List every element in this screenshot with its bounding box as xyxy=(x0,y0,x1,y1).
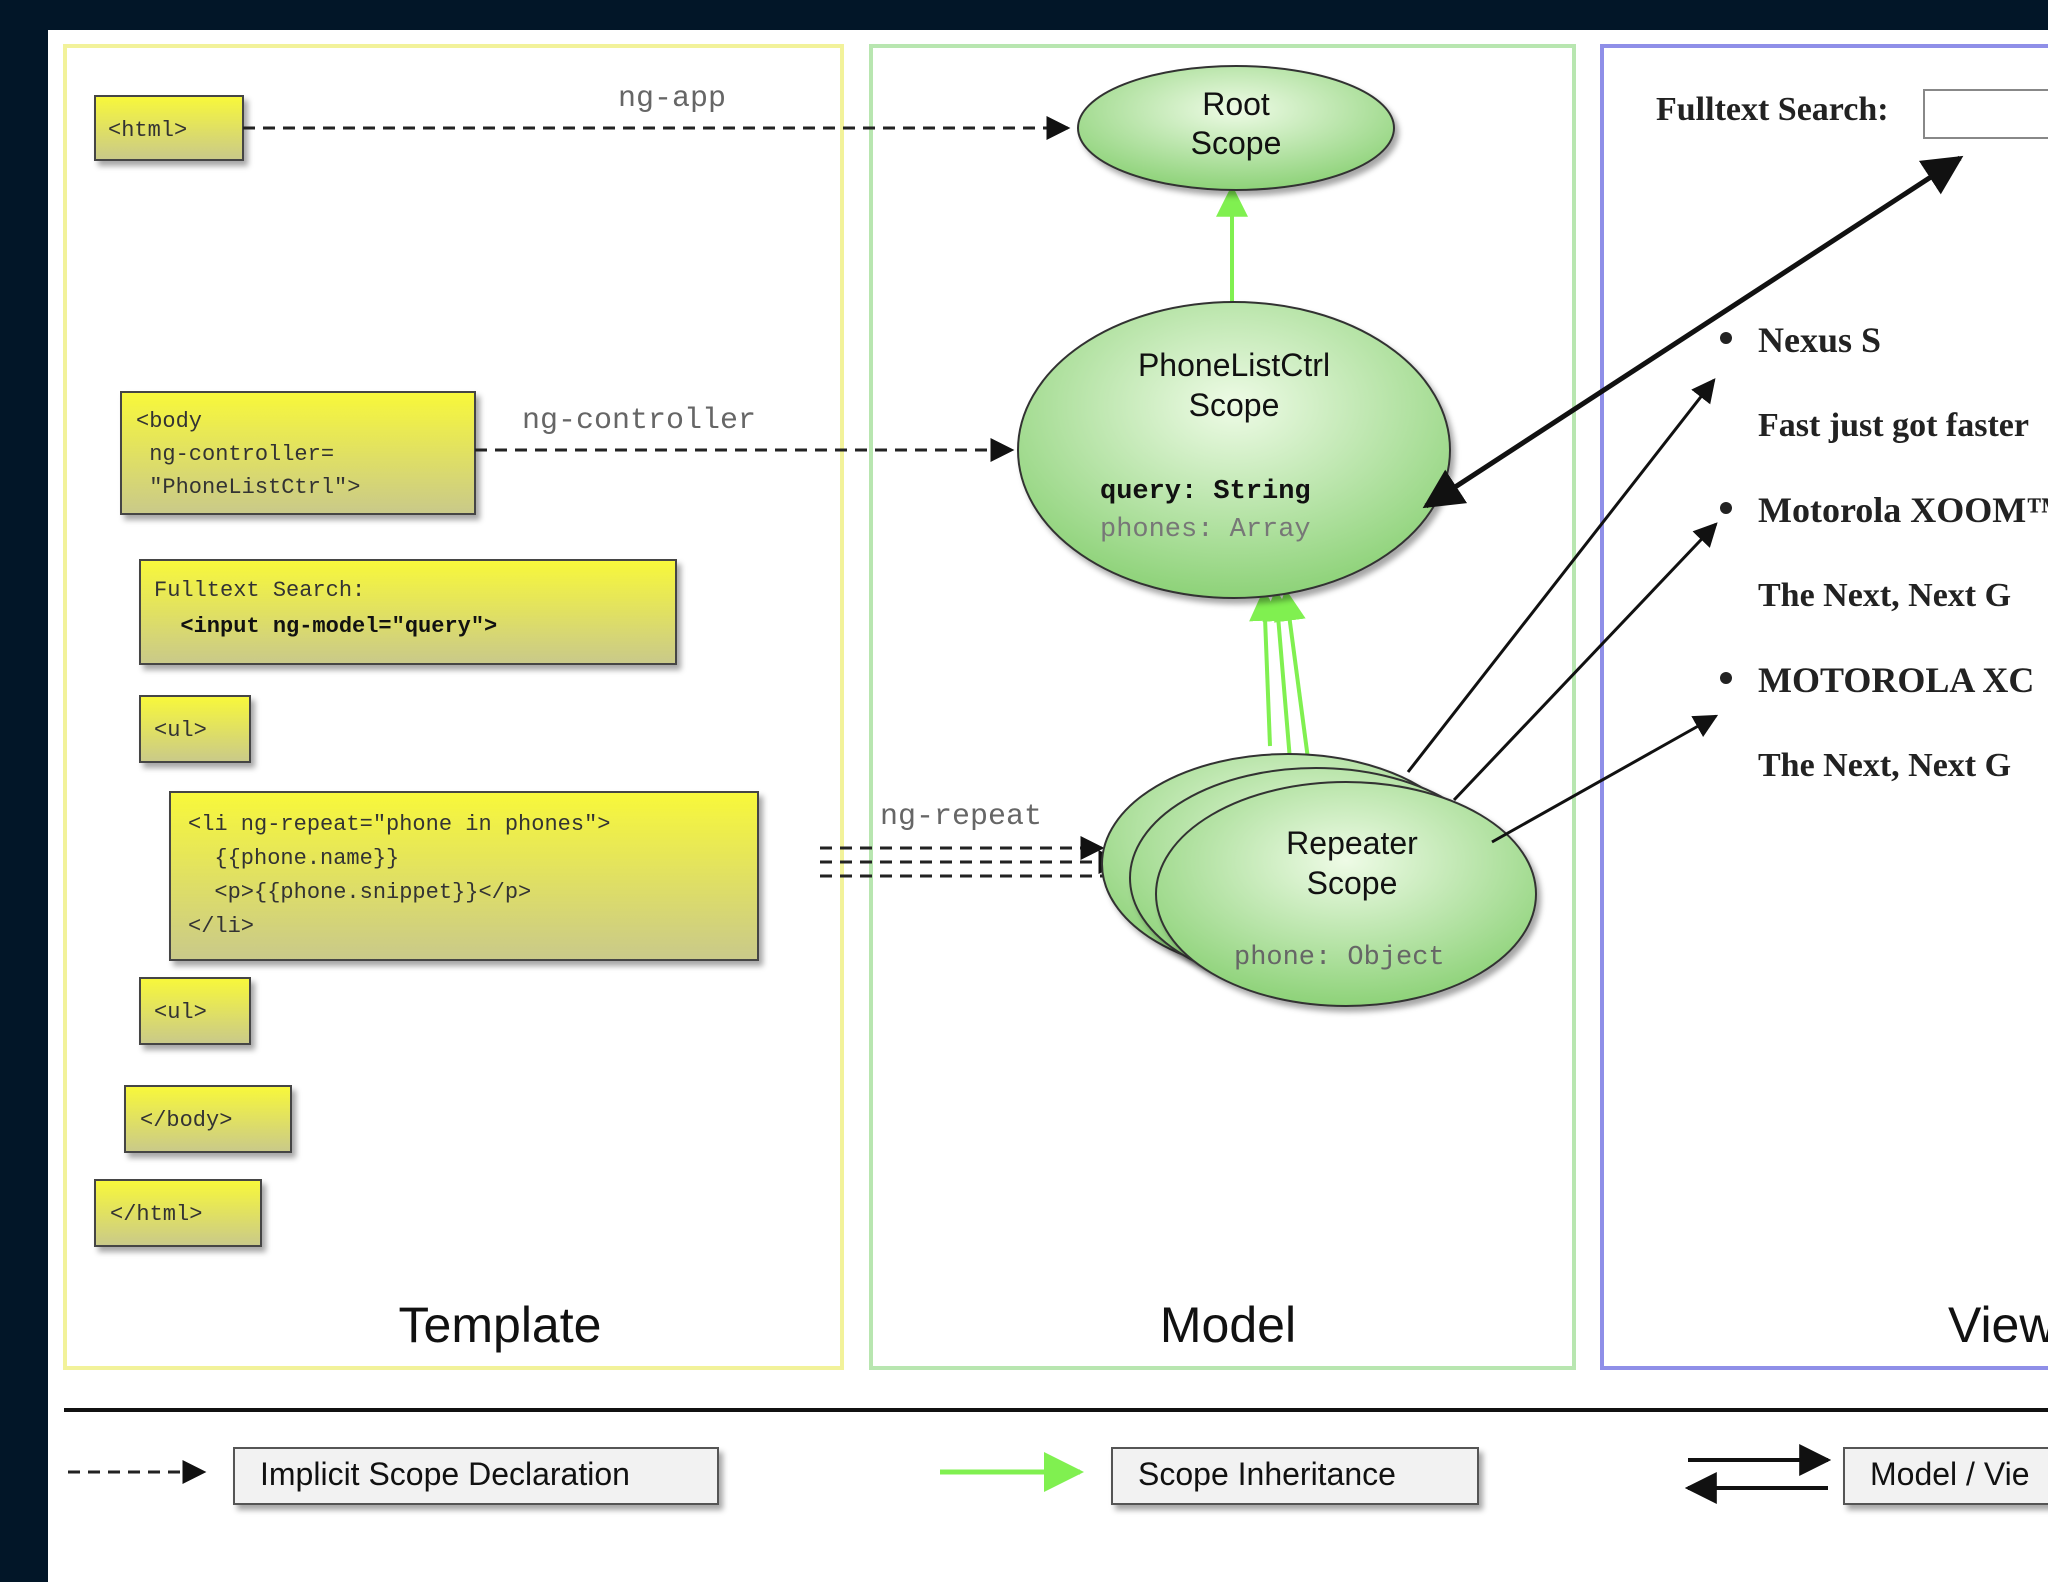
tag-ul-open: <ul> xyxy=(139,695,251,763)
controller-scope: PhoneListCtrl Scope query: String phones… xyxy=(1017,301,1451,599)
tag-body-close-text: </body> xyxy=(140,1108,232,1133)
svg-text:Fulltext Search: <inpu: Fulltext Search: <input ng-model="query"… xyxy=(48,30,563,639)
bullet-icon xyxy=(1720,672,1732,684)
root-scope-title-1: Root xyxy=(1202,86,1270,122)
tag-search-input: Fulltext Search: <input ng-model="query"… xyxy=(48,30,677,665)
tag-html-open-text: <html> xyxy=(108,118,187,143)
legend-implicit-label: Implicit Scope Declaration xyxy=(260,1456,630,1492)
tag-li-line-4: </li> xyxy=(188,914,254,939)
view-panel xyxy=(1600,44,2048,1370)
inheritance-arrow-repeater-1 xyxy=(1249,588,1282,747)
template-panel xyxy=(63,44,844,1370)
tag-html-close-text: </html> xyxy=(110,1202,202,1227)
view-search-label: Fulltext Search: xyxy=(1656,91,1889,128)
legend-inheritance-label: Scope Inheritance xyxy=(1138,1456,1396,1492)
diagram-canvas: Template Model View <html> <body ng-cont… xyxy=(48,30,2048,1582)
tag-body-open: <body ng-controller= "PhoneListCtrl"> xyxy=(48,30,476,515)
view-phone-list: Nexus S Fast just got faster Motorola XO… xyxy=(1720,320,2048,784)
controller-scope-phones: phones: Array xyxy=(1100,515,1311,545)
tag-ul-open-text: <ul> xyxy=(154,718,207,743)
tag-body-line-1: <body xyxy=(136,409,202,434)
model-panel-label: Model xyxy=(1160,1297,1296,1353)
tag-li-line-2: {{phone.name}} xyxy=(188,846,399,871)
view-item-2-snippet: The Next, Next G xyxy=(1758,577,2011,614)
tag-html-close: </html> xyxy=(94,1179,262,1247)
ng-controller-label: ng-controller xyxy=(522,404,756,438)
legend-binding-label: Model / Vie xyxy=(1870,1456,2030,1492)
tag-li-line-1: <li ng-repeat="phone in phones"> xyxy=(188,812,610,837)
ng-repeat-label: ng-repeat xyxy=(880,800,1042,834)
root-scope-title-2: Scope xyxy=(1191,125,1282,161)
repeat-view-arrow-2 xyxy=(1452,522,1718,802)
tag-search-line-1: Fulltext Search: xyxy=(154,578,365,603)
view-panel-label: View xyxy=(1948,1297,2048,1353)
svg-text:<li ng-repeat="phone in phones: <li ng-repeat="phone in phones"> {{phone… xyxy=(48,30,703,939)
repeater-scope-phone: phone: Object xyxy=(1234,943,1445,973)
bullet-icon xyxy=(1720,332,1732,344)
tag-ul-close-text: <ul> xyxy=(154,1000,207,1025)
inheritance-arrow-repeater-3 xyxy=(1273,588,1312,775)
tag-ul-close: <ul> xyxy=(139,977,251,1045)
view-item-2-name: Motorola XOOM™ xyxy=(1758,490,2048,530)
svg-text:<body ng-controller=: <body ng-controller= "PhoneListCtrl"> xyxy=(48,30,426,500)
tag-html-open: <html> xyxy=(94,95,244,161)
repeater-scope-stack: Repeater Scope phone: Object xyxy=(1101,753,1537,1007)
controller-scope-title-2: Scope xyxy=(1189,387,1280,423)
legend-inheritance-box xyxy=(1111,1447,1479,1505)
bullet-icon xyxy=(1720,502,1732,514)
view-item-1-snippet: Fast just got faster xyxy=(1758,407,2029,444)
view-item-3-name: MOTOROLA XC xyxy=(1758,660,2034,700)
tag-search-line-2: <input ng-model="query"> xyxy=(154,614,497,639)
template-panel-label: Template xyxy=(399,1297,602,1353)
view-search-input[interactable] xyxy=(1923,89,2048,139)
tag-body-line-3: "PhoneListCtrl"> xyxy=(136,475,360,500)
tag-li-repeat: <li ng-repeat="phone in phones"> {{phone… xyxy=(48,30,759,961)
tag-body-line-2: ng-controller= xyxy=(136,442,334,467)
repeater-scope-title-2: Scope xyxy=(1307,865,1398,901)
repeat-view-arrow-3 xyxy=(1491,714,1719,844)
tag-body-close: </body> xyxy=(124,1085,292,1153)
repeater-scope-title-1: Repeater xyxy=(1286,825,1418,861)
angular-scope-diagram: Template Model View <html> <body ng-cont… xyxy=(48,30,2048,1505)
repeat-view-arrow-1 xyxy=(1406,378,1716,773)
legend-binding-box xyxy=(1843,1447,2048,1505)
controller-scope-title-1: PhoneListCtrl xyxy=(1138,347,1330,383)
repeater-scope-front xyxy=(1155,781,1537,1007)
legend-implicit-box xyxy=(233,1447,719,1505)
ng-app-label: ng-app xyxy=(618,82,726,116)
view-item-1-name: Nexus S xyxy=(1758,320,1881,360)
model-panel xyxy=(869,44,1576,1370)
root-scope: Root Scope xyxy=(1077,65,1395,191)
controller-scope-query: query: String xyxy=(1100,477,1311,507)
tag-li-line-3: <p>{{phone.snippet}}</p> xyxy=(188,880,531,905)
two-way-binding-arrow xyxy=(1422,155,1964,509)
view-item-3-snippet: The Next, Next G xyxy=(1758,747,2011,784)
